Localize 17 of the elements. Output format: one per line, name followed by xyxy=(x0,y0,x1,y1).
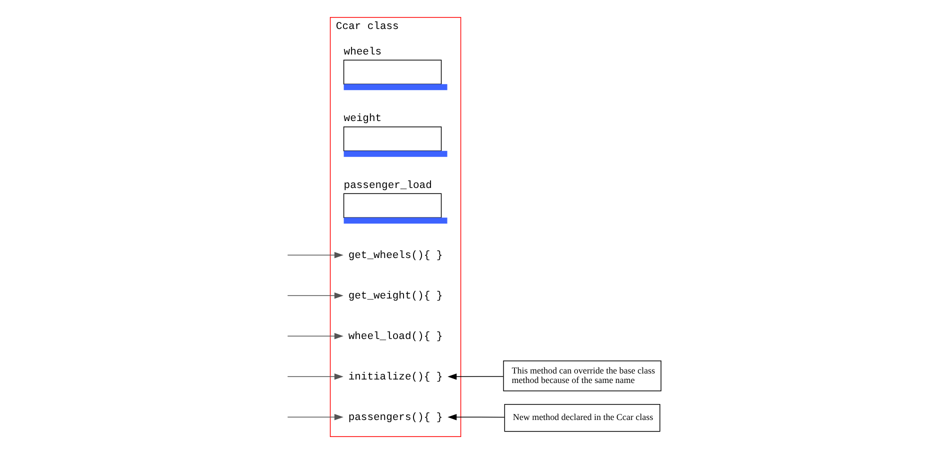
arrow xyxy=(287,373,344,380)
node-text: initialize(){ } xyxy=(348,371,443,384)
node-text: wheel_load(){ } xyxy=(348,330,443,343)
node-text: get_weight(){ } xyxy=(348,290,443,302)
arrow xyxy=(448,414,505,420)
arrow xyxy=(287,414,344,420)
node-label: passenger_load xyxy=(344,180,432,192)
node-label: wheels xyxy=(344,46,382,58)
node-box: New method declared in the Ccar class xyxy=(504,404,660,432)
node-label: weight xyxy=(344,113,382,126)
node-text: passengers(){ } xyxy=(348,412,443,424)
arrow xyxy=(287,292,344,299)
node-box: This method can override the base class method because of the same name xyxy=(503,360,662,392)
arrow xyxy=(287,252,344,258)
node-text: get_wheels(){ } xyxy=(348,250,443,262)
arrow xyxy=(287,332,344,340)
arrow xyxy=(448,373,504,380)
